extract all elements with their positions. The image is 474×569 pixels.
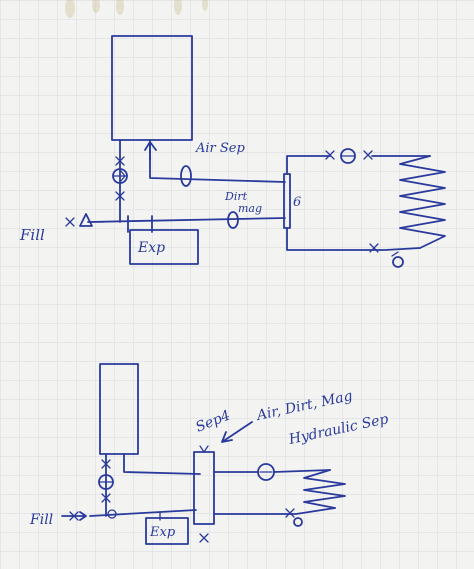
boiler-supply-pipe-bottom [123,453,201,475]
dirt-mag-label-top-2: mag [238,202,262,215]
pump-icon-bottom [98,474,114,490]
valve-x-icon [115,191,125,201]
top-diagram: Air Sep Dirt mag Fill Exp 6 [19,35,446,268]
exp-tank-top [129,229,199,265]
valve-x-icon [101,459,111,469]
dirt-mag-label-top-1: Dirt [224,190,248,203]
balancing-valve-icon [293,517,303,527]
fill-check-icon [107,509,117,519]
valve-x-icon [369,243,379,253]
valve-x-icon [115,156,125,166]
manifold-number-top: 6 [293,195,301,210]
exp-label-bottom: Exp [149,525,176,540]
fill-label-top: Fill [19,226,45,244]
radiant-coil-top [399,155,446,249]
exp-tank-bottom [145,517,189,545]
pump-icon-top [112,168,128,184]
sep-pointer-arrow [221,421,253,443]
fill-backflow-icon [79,213,93,227]
sep-top-vent [199,445,209,454]
boiler-box-top [111,35,193,141]
zone-supply-run-bottom [273,469,331,473]
radiant-coil-bottom [303,469,346,509]
valve-x-icon [285,508,295,518]
balancing-valve-icon [392,256,404,268]
boiler-box-bottom [99,363,139,455]
fill-label-bottom: Fill [29,512,53,528]
valve-x-icon [363,150,373,160]
sep-bottom-drain [199,533,209,543]
pump-icon-zone-top [340,148,356,164]
air-vent-top [144,141,157,161]
zone-return-bottom [213,507,336,515]
zone-return-top [286,227,421,251]
valve-x-icon [101,493,111,503]
valve-x-icon [325,150,335,160]
fill-arrow-icon [61,511,87,521]
air-separator-icon [180,165,192,187]
balancing-valve-stem [391,251,399,257]
exp-label-top: Exp [137,240,165,256]
return-line-top [87,217,286,223]
stain-marks [65,0,208,18]
fill-valve-x-icon [65,217,75,227]
zone-supply-top [286,155,331,175]
air-sep-label-top: Air Sep [195,141,245,156]
